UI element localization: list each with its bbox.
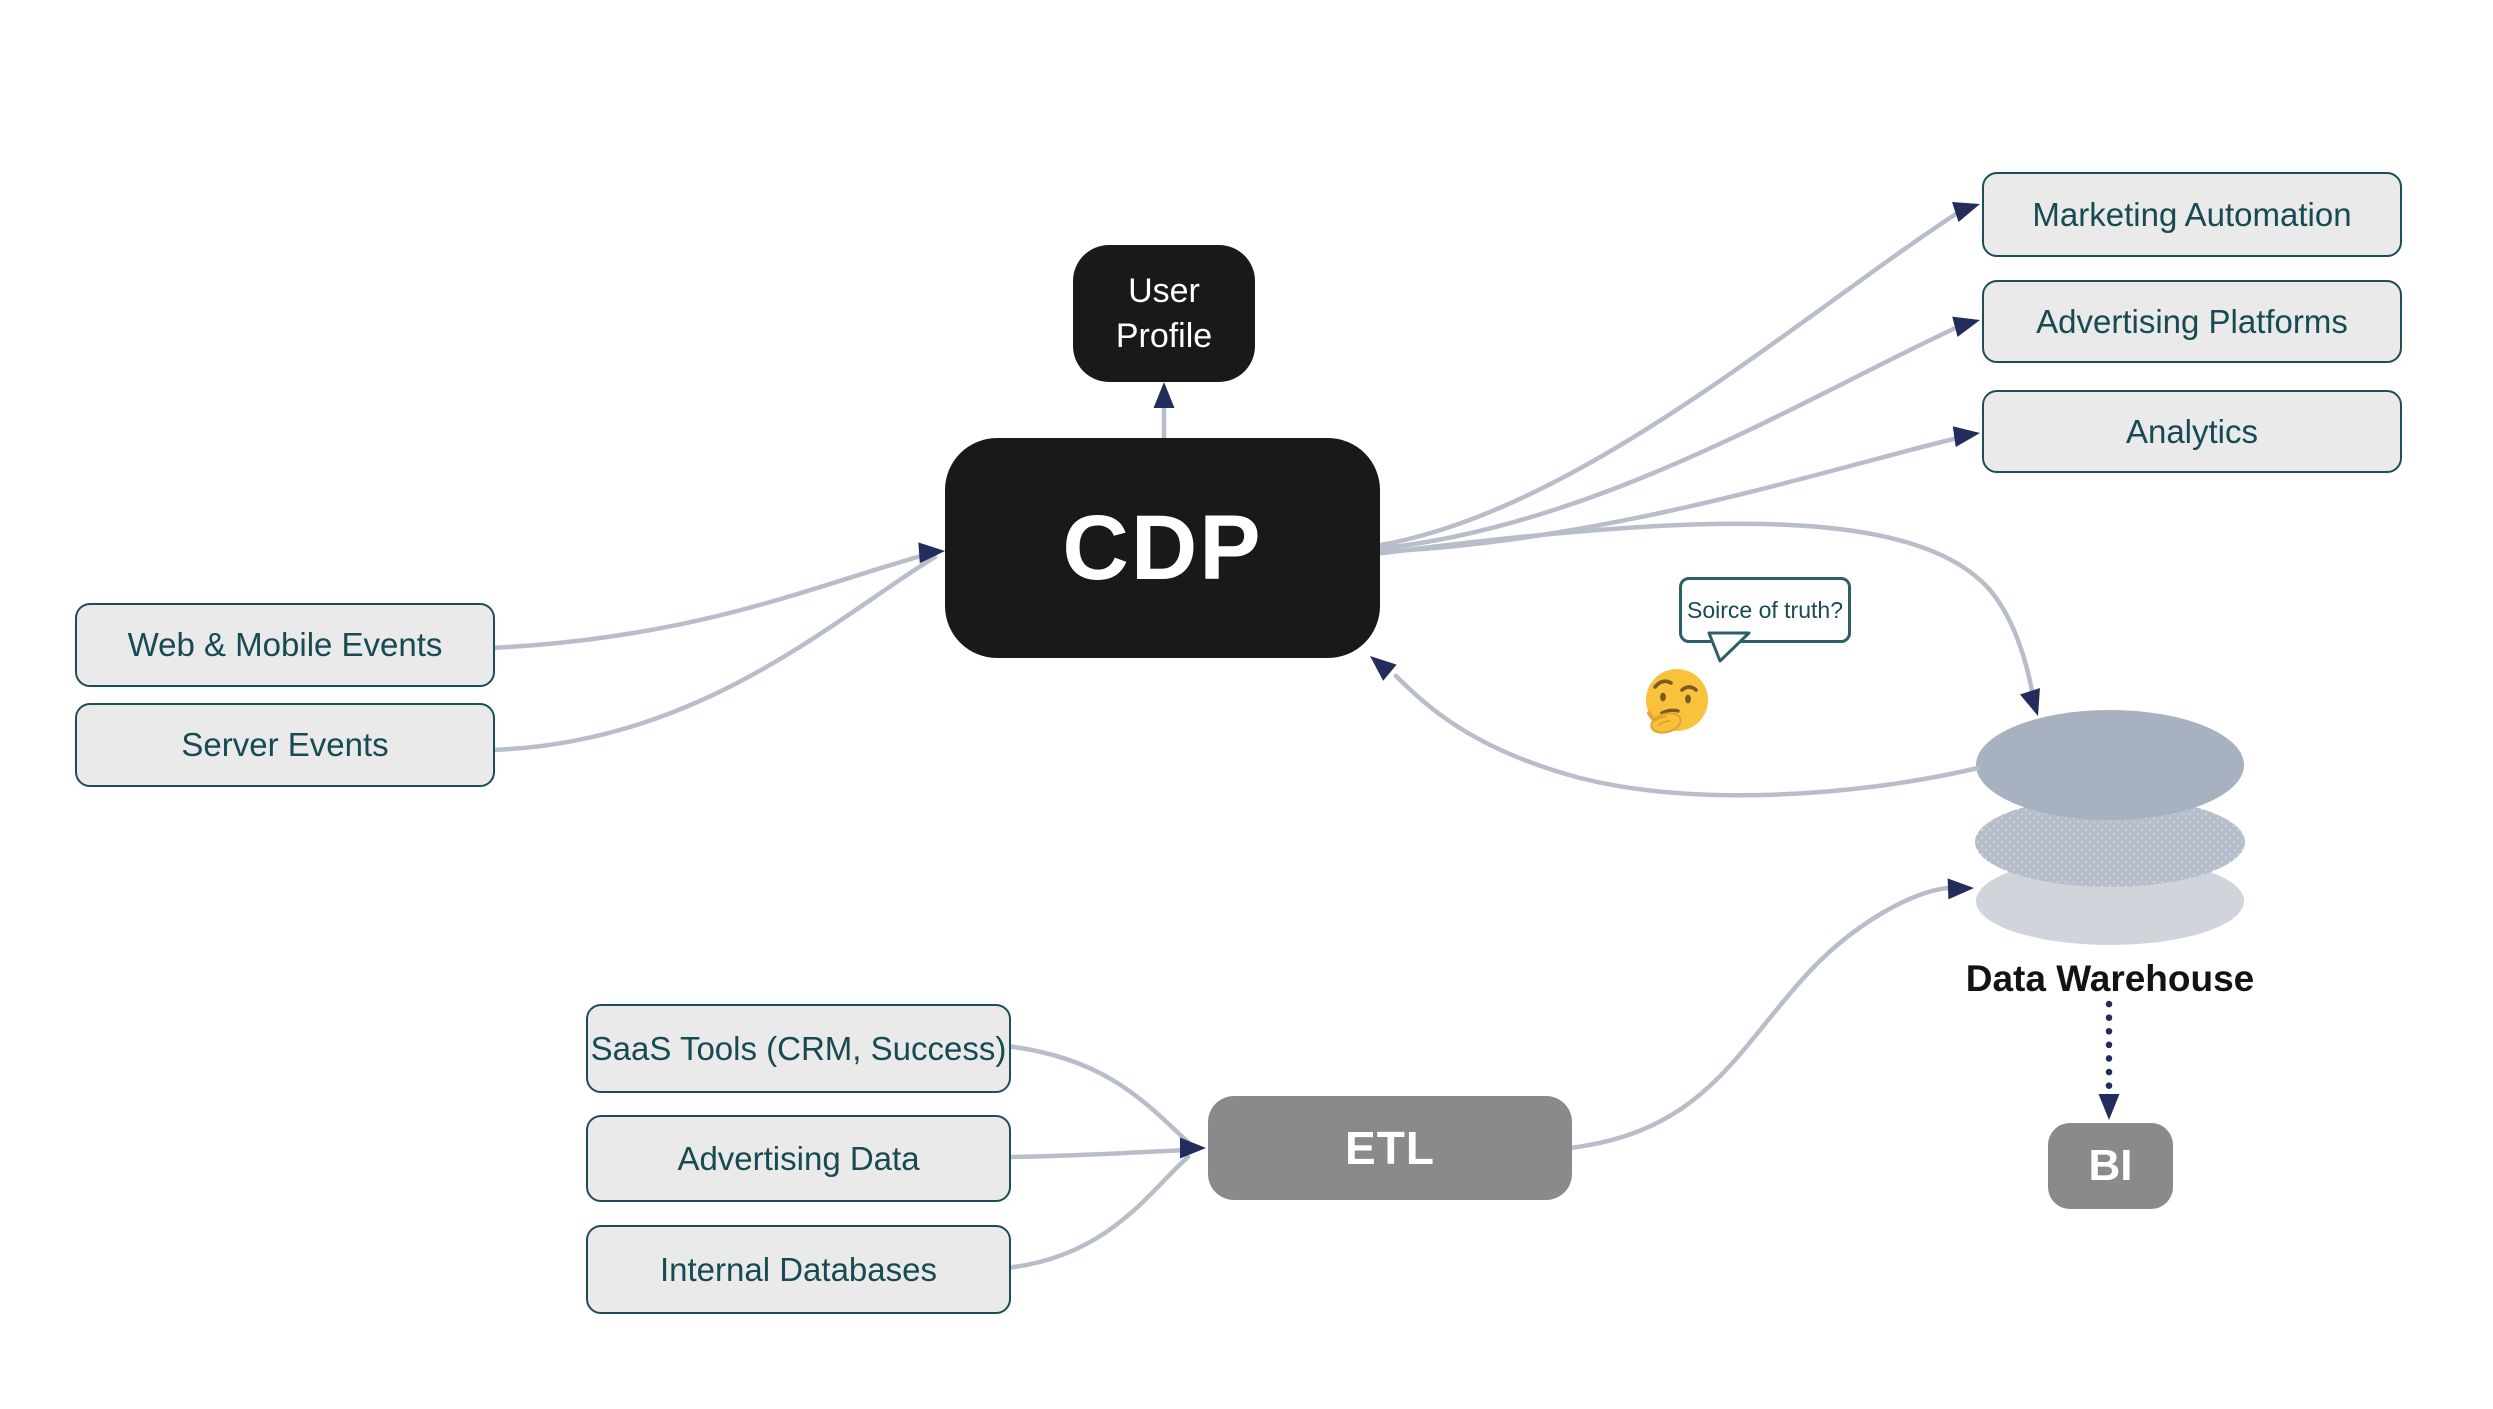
node-web-mobile-events[interactable]: Web & Mobile Events <box>75 603 495 687</box>
node-cdp[interactable]: CDP <box>945 438 1380 658</box>
arrowhead-into-data-warehouse-top <box>2019 688 2048 720</box>
edge-internal-databases-to-etl[interactable] <box>1003 1154 1191 1271</box>
edge-advertising-data-to-etl[interactable] <box>1003 1147 1191 1160</box>
node-etl[interactable]: ETL <box>1208 1096 1572 1200</box>
edge-web-mobile-events-to-cdp[interactable] <box>487 549 938 651</box>
warehouse-disc-middle-texture <box>1975 797 2245 887</box>
edge-server-events-to-cdp[interactable] <box>487 554 938 753</box>
edge-saas-tools-to-etl[interactable] <box>1003 1043 1191 1145</box>
node-advertising-platforms[interactable]: Advertising Platforms <box>1982 280 2402 363</box>
data-warehouse-node[interactable] <box>1975 710 2245 945</box>
node-analytics[interactable]: Analytics <box>1982 390 2402 473</box>
edge-cdp-to-advertising-platforms[interactable] <box>1372 322 1965 552</box>
node-marketing-automation[interactable]: Marketing Automation <box>1982 172 2402 257</box>
node-label: ETL <box>1345 1122 1435 1174</box>
arrowhead-into-etl <box>1180 1137 1206 1159</box>
node-internal-databases[interactable]: Internal Databases <box>586 1225 1011 1314</box>
edge-cdp-to-marketing-automation[interactable] <box>1372 207 1965 549</box>
node-label: BI <box>2088 1141 2133 1190</box>
node-label: CDP <box>1062 496 1263 599</box>
data-warehouse-label: Data Warehouse <box>1965 958 2255 999</box>
speech-bubble[interactable]: Soirce of truth? <box>1679 577 1851 643</box>
arrowhead-into-user-profile <box>1153 382 1175 408</box>
node-label: Advertising Platforms <box>2036 302 2348 340</box>
node-label: Advertising Data <box>677 1139 920 1177</box>
node-advertising-data[interactable]: Advertising Data <box>586 1115 1011 1202</box>
edge-cdp-to-data-warehouse[interactable] <box>1372 521 2037 705</box>
arrowhead-into-data-warehouse-bottom <box>1947 877 1975 900</box>
node-label: Internal Databases <box>659 1250 937 1288</box>
node-label: Web & Mobile Events <box>127 626 443 664</box>
node-label: Server Events <box>181 726 389 764</box>
node-label: Analytics <box>2125 412 2259 450</box>
arrowhead-into-bi <box>2098 1094 2120 1120</box>
speech-bubble-text: Soirce of truth? <box>1687 596 1843 623</box>
node-saas-tools[interactable]: SaaS Tools (CRM, Success) <box>586 1004 1011 1093</box>
warehouse-disc-top <box>1976 710 2244 820</box>
node-user-profile[interactable]: User Profile <box>1073 245 1255 382</box>
edge-etl-to-data-warehouse[interactable] <box>1567 885 1953 1151</box>
arrowhead-into-analytics <box>1952 422 1982 448</box>
edge-data-warehouse-to-cdp[interactable] <box>1393 673 1981 798</box>
node-label: User Profile <box>1115 271 1213 355</box>
node-server-events[interactable]: Server Events <box>75 703 495 787</box>
arrowhead-into-cdp-bottom-right <box>1363 647 1397 681</box>
arrowhead-into-marketing-automation <box>1952 194 1984 223</box>
node-label: SaaS Tools (CRM, Success) <box>590 1029 1007 1067</box>
node-label: Marketing Automation <box>2032 195 2352 233</box>
node-bi[interactable]: BI <box>2048 1123 2173 1209</box>
arrowhead-into-advertising-platforms <box>1952 309 1983 337</box>
